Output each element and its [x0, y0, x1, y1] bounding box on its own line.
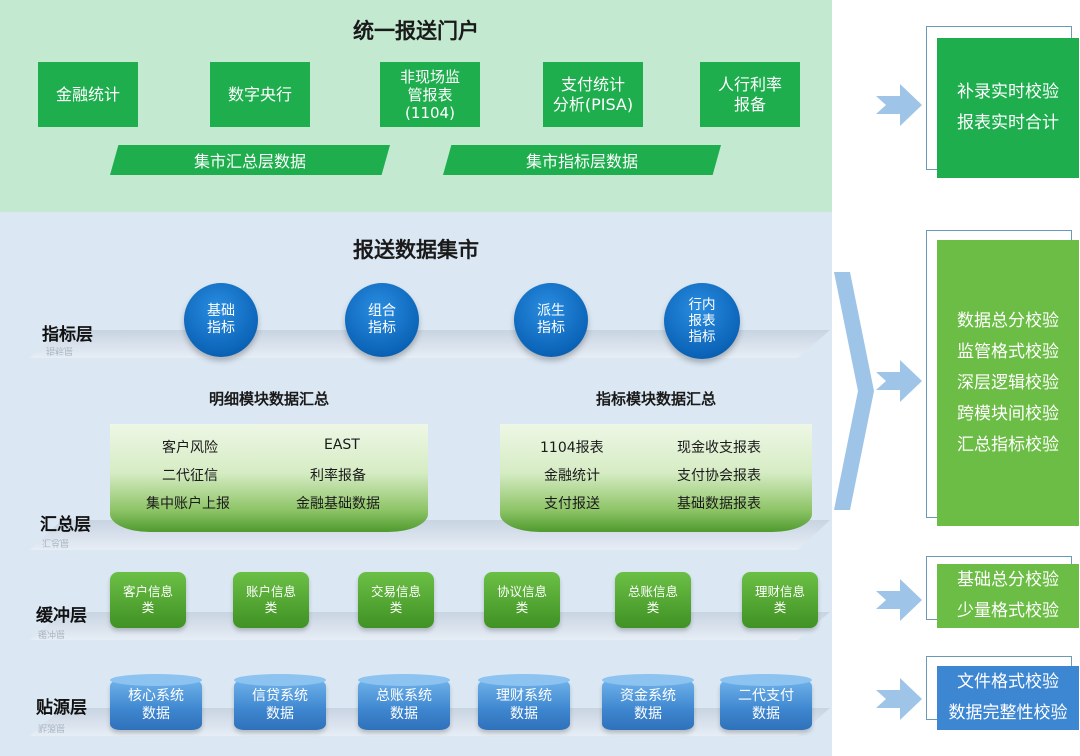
check-item: 少量格式校验 [957, 601, 1059, 621]
source-system-cylinder: 核心系统 数据 [110, 674, 202, 730]
source-system-label: 资金系统 数据 [620, 688, 676, 722]
source-system-label: 核心系统 数据 [128, 688, 184, 722]
portal-system-box: 金融统计 [38, 62, 138, 127]
summary-item: 支付协会报表 [677, 468, 761, 484]
indicator-layer-label: 指标层 [42, 325, 93, 345]
source-system-label: 理财系统 数据 [496, 688, 552, 722]
summary-item: 利率报备 [310, 468, 366, 484]
check-item: 监管格式校验 [957, 341, 1059, 362]
source-check-box: 文件格式校验 数据完整性校验 [937, 666, 1079, 730]
summary-item: 现金收支报表 [677, 440, 761, 456]
buffer-layer-label: 缓冲层 [36, 606, 87, 626]
source-system-cylinder: 二代支付 数据 [720, 674, 812, 730]
source-system-label: 总账系统 数据 [376, 688, 432, 722]
right-arrow-icon [876, 579, 922, 621]
detail-summary-title: 明细模块数据汇总 [208, 389, 329, 408]
mart-bracket-chevron-icon [834, 272, 874, 510]
source-system-cylinder: 理财系统 数据 [478, 674, 570, 730]
source-system-cylinder: 信贷系统 数据 [234, 674, 326, 730]
indicator-layer-reflection: 指标层 [46, 345, 74, 355]
summary-item: 基础数据报表 [677, 496, 761, 512]
indicator-circle: 行内 报表 指标 [664, 283, 740, 359]
indicator-summary-box: 1104报表 现金收支报表 金融统计 支付协会报表 支付报送 基础数据报表 [500, 424, 812, 532]
portal-system-box: 人行利率 报备 [700, 62, 800, 127]
buffer-category-box: 协议信息 类 [484, 572, 560, 628]
source-system-label: 二代支付 数据 [738, 688, 794, 722]
mart-check-box: 数据总分校验 监管格式校验 深层逻辑校验 跨模块间校验 汇总指标校验 [937, 240, 1079, 526]
summary-item: 金融统计 [544, 468, 600, 484]
check-item: 跨模块间校验 [957, 403, 1059, 424]
mart-summary-data-bar: 集市汇总层数据 [110, 145, 390, 175]
mart-indicator-data-bar: 集市指标层数据 [443, 145, 721, 175]
buffer-check-box: 基础总分校验 少量格式校验 [937, 564, 1079, 628]
source-system-label: 信贷系统 数据 [252, 688, 308, 722]
right-arrow-icon [876, 360, 922, 402]
summary-layer-reflection: 汇总层 [42, 537, 70, 547]
summary-layer-label: 汇总层 [40, 515, 91, 535]
portal-check-box: 补录实时校验 报表实时合计 [937, 38, 1079, 178]
summary-item: 二代征信 [162, 468, 218, 484]
source-system-cylinder: 总账系统 数据 [358, 674, 450, 730]
buffer-category-box: 总账信息 类 [615, 572, 691, 628]
detail-summary-box: 客户风险 EAST 二代征信 利率报备 集中账户上报 金融基础数据 [110, 424, 428, 532]
summary-item: 支付报送 [544, 496, 600, 512]
portal-system-box: 非现场监 管报表 (1104) [380, 62, 480, 127]
portal-system-box: 数字央行 [210, 62, 310, 127]
summary-item: 客户风险 [162, 440, 218, 456]
indicator-circle: 组合 指标 [345, 283, 419, 357]
summary-item: 金融基础数据 [296, 496, 380, 512]
buffer-category-box: 理财信息 类 [742, 572, 818, 628]
check-item: 基础总分校验 [957, 570, 1059, 590]
summary-item: 1104报表 [540, 440, 604, 456]
mart-title: 报送数据集市 [353, 238, 479, 262]
indicator-summary-title: 指标模块数据汇总 [595, 389, 716, 408]
check-item: 文件格式校验 [957, 672, 1059, 692]
check-item: 深层逻辑校验 [957, 372, 1059, 393]
indicator-circle: 基础 指标 [184, 283, 258, 357]
source-system-cylinder: 资金系统 数据 [602, 674, 694, 730]
buffer-layer-reflection: 缓冲层 [38, 628, 66, 638]
source-layer-reflection: 贴源层 [38, 722, 66, 732]
check-item: 报表实时合计 [957, 113, 1059, 133]
check-item: 数据完整性校验 [948, 703, 1068, 723]
source-layer-label: 贴源层 [36, 698, 87, 718]
right-arrow-icon [876, 84, 922, 126]
summary-item: 集中账户上报 [146, 496, 230, 512]
buffer-category-box: 交易信息 类 [358, 572, 434, 628]
buffer-category-box: 账户信息 类 [233, 572, 309, 628]
portal-title: 统一报送门户 [353, 19, 479, 43]
portal-system-box: 支付统计 分析(PISA) [543, 62, 643, 127]
right-arrow-icon [876, 678, 922, 720]
summary-item: EAST [324, 437, 360, 453]
check-item: 补录实时校验 [957, 82, 1059, 102]
indicator-circle: 派生 指标 [514, 283, 588, 357]
check-item: 汇总指标校验 [957, 434, 1059, 455]
buffer-category-box: 客户信息 类 [110, 572, 186, 628]
check-item: 数据总分校验 [957, 310, 1059, 331]
